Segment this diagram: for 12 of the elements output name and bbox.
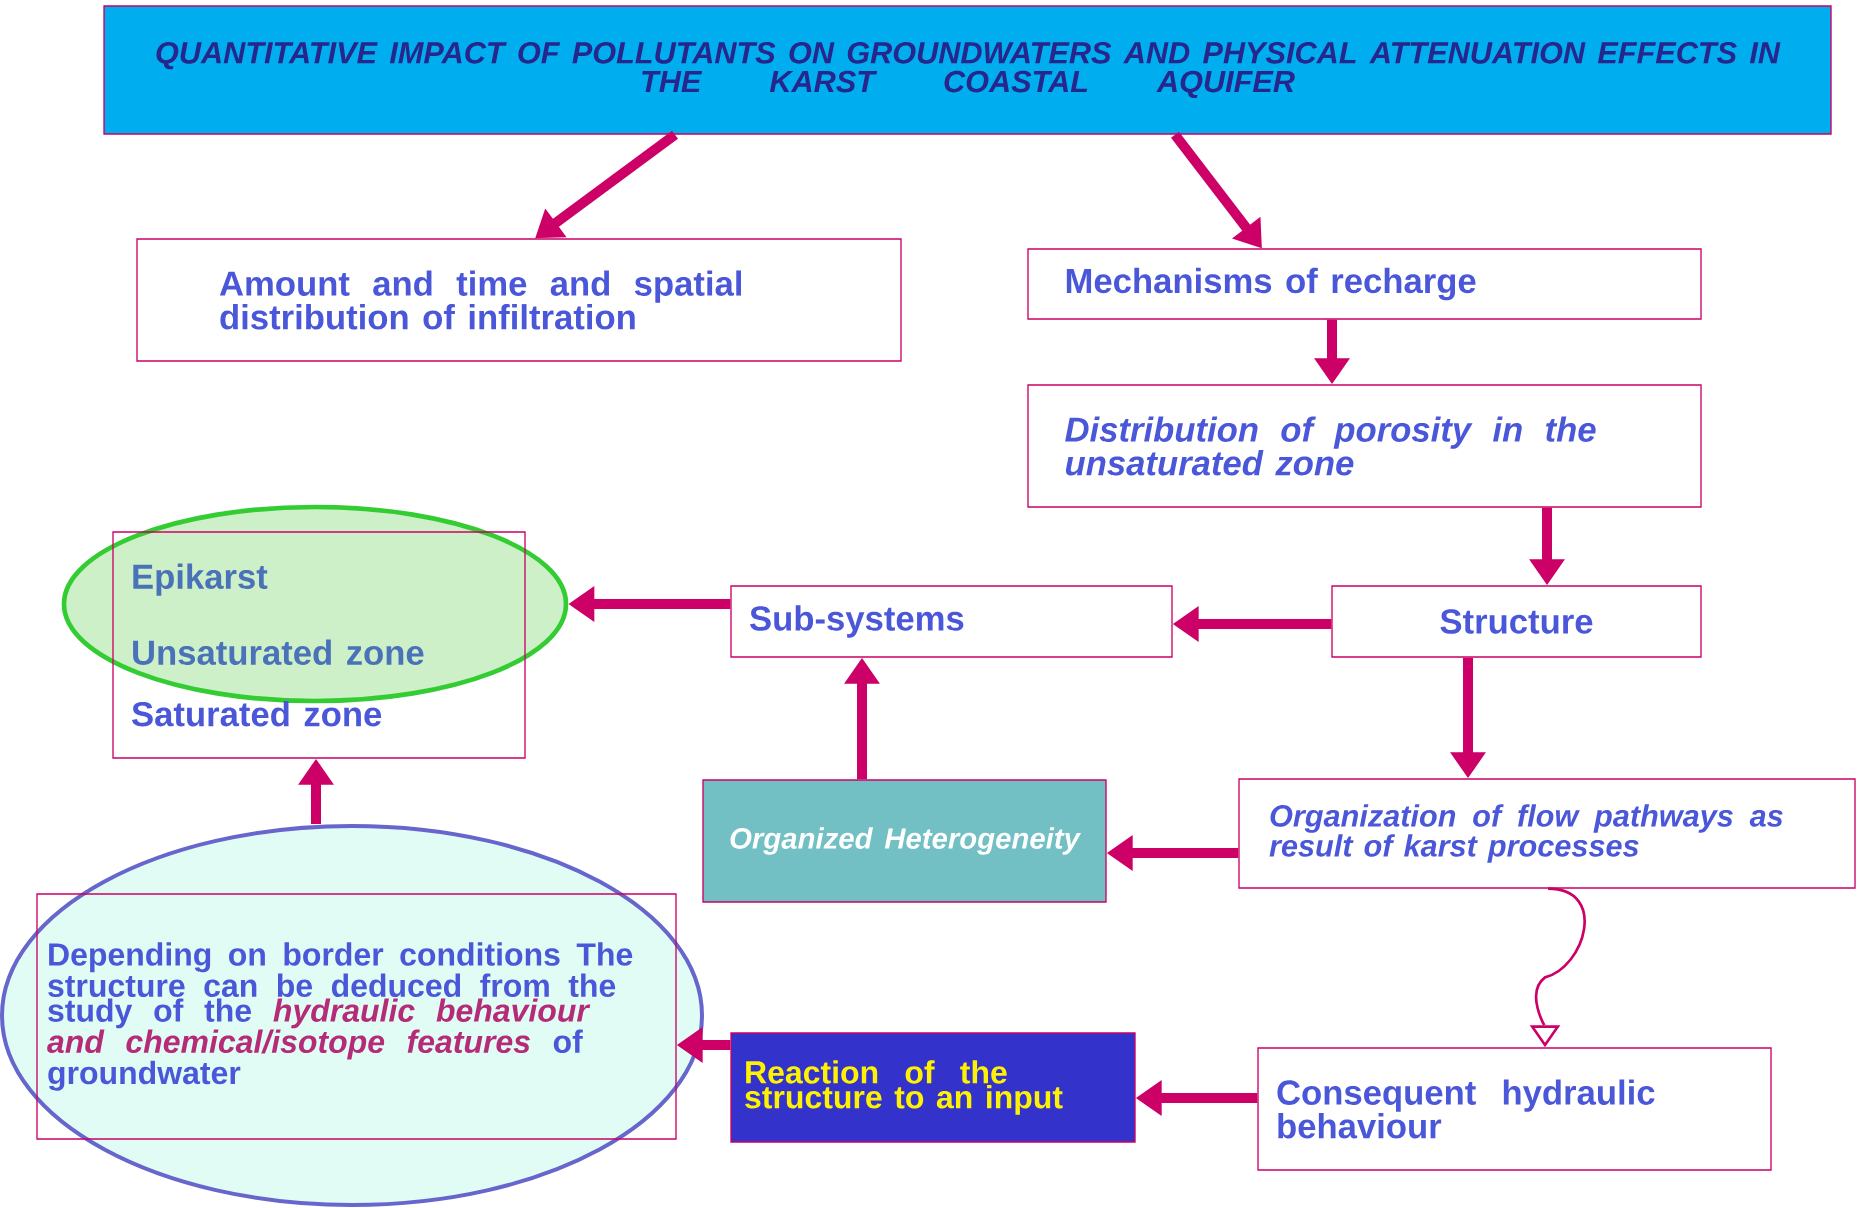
process-box: Sub-systems	[730, 585, 1173, 658]
process-box: Consequent hydraulic behaviour	[1257, 1047, 1772, 1171]
process-box: Structure	[1331, 585, 1702, 658]
process-box: Distribution of porosity in the unsaturated zone	[1027, 384, 1702, 508]
process-box: Mechanisms of recharge	[1027, 248, 1702, 320]
process-box: Organization of flow pathways as result of karst processes	[1238, 778, 1856, 889]
process-box: Organized Heterogeneity	[702, 779, 1107, 903]
highlight-ellipse	[0, 824, 704, 1207]
process-box: Amount and time and spatial distribution of infiltration	[136, 238, 902, 362]
zone-list-box: Epikarst Unsaturated zone Saturated zone	[112, 531, 526, 759]
title-box: QUANTITATIVE IMPACT OF POLLUTANTS ON GROUNDWATERS AND PHYSICAL ATTENUATION EFFECTS IN THE KARST COASTAL AQUIFER	[103, 5, 1832, 135]
process-box: Reaction of the structure to an input	[730, 1032, 1136, 1143]
